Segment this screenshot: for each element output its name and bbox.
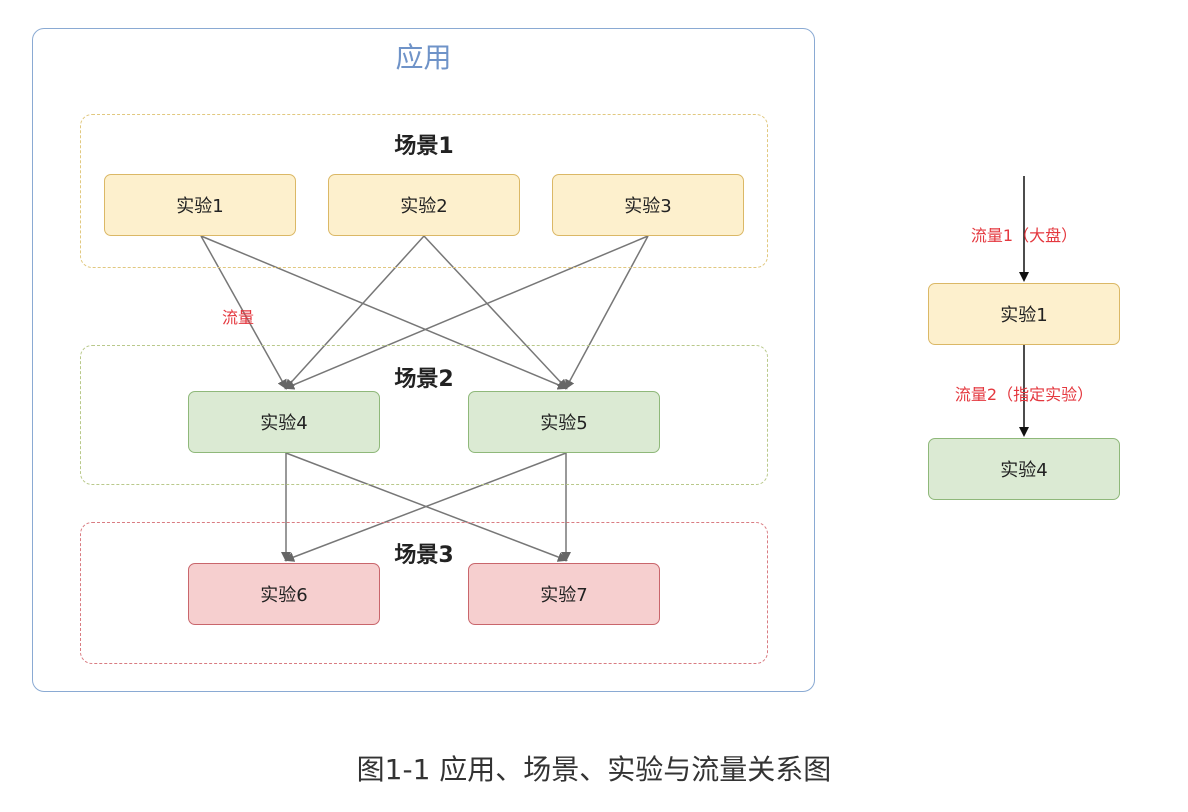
app-title: 应用 [395, 41, 452, 74]
experiment-5-node: 实验5 [468, 391, 660, 453]
scene-1-container [80, 114, 768, 268]
edge-exp3-exp4 [284, 235, 649, 390]
experiment-6-label: 实验6 [260, 585, 308, 606]
experiment-3-label: 实验3 [624, 196, 672, 217]
edge-exp2-exp5 [423, 235, 568, 390]
scene-3-container [80, 522, 768, 664]
side-experiment-4-node: 实验4 [928, 438, 1120, 500]
experiment-5-label: 实验5 [540, 413, 588, 434]
edge-exp1-exp4 [200, 235, 287, 390]
edge-exp5-exp6 [284, 452, 567, 562]
scene-1-title: 场景1 [394, 134, 454, 159]
scene-3-title: 场景3 [394, 543, 454, 568]
experiment-7-node: 实验7 [468, 563, 660, 625]
edge-exp2-exp4 [284, 235, 425, 390]
scene-2-container [80, 345, 768, 485]
edge-exp1-exp5 [200, 235, 568, 390]
side-experiment-1-node: 实验1 [928, 283, 1120, 345]
experiment-1-label: 实验1 [176, 196, 224, 217]
experiment-6-node: 实验6 [188, 563, 380, 625]
experiment-2-node: 实验2 [328, 174, 520, 236]
side-traffic-1-label: 流量1（大盘） [970, 226, 1078, 245]
experiment-3-node: 实验3 [552, 174, 744, 236]
scene-2-title: 场景2 [394, 367, 454, 392]
side-traffic-2-label: 流量2（指定实验） [954, 385, 1094, 404]
figure-caption: 图1-1 应用、场景、实验与流量关系图 [356, 753, 832, 786]
edge-exp3-exp5 [565, 235, 649, 390]
side-experiment-1-label: 实验1 [1000, 305, 1048, 326]
experiment-2-label: 实验2 [400, 196, 448, 217]
side-experiment-4-label: 实验4 [1000, 460, 1048, 481]
experiment-1-node: 实验1 [104, 174, 296, 236]
flow-label: 流量 [222, 308, 255, 327]
experiment-4-node: 实验4 [188, 391, 380, 453]
experiment-4-label: 实验4 [260, 413, 308, 434]
app-container [32, 28, 815, 692]
experiment-7-label: 实验7 [540, 585, 588, 606]
